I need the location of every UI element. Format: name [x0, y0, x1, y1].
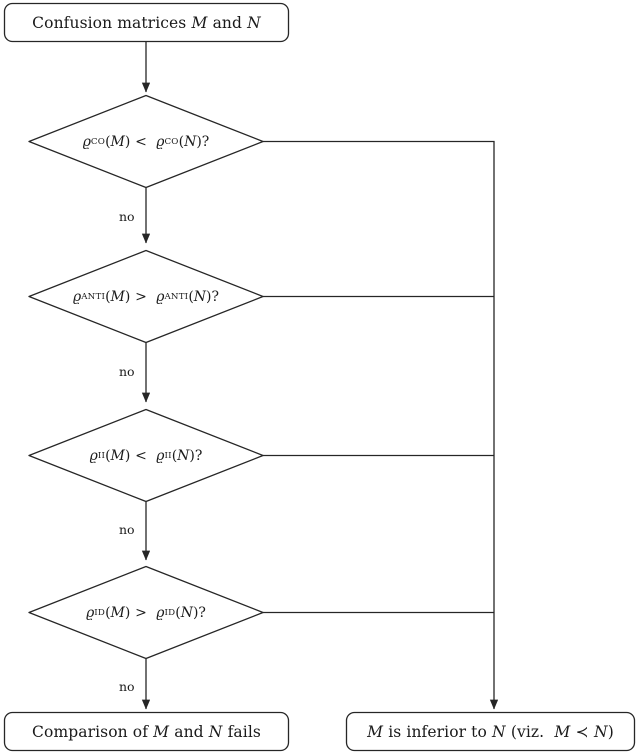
end-fails-node-shape[interactable]: [3, 711, 290, 752]
decision-ii-shape[interactable]: [28, 408, 264, 503]
edge-label-no-2: no: [119, 364, 135, 379]
edge-label-no-3: no: [119, 522, 135, 537]
decision-co-shape[interactable]: [28, 94, 264, 189]
decision-id-shape[interactable]: [28, 565, 264, 660]
edge-co-yes: [263, 140, 495, 297]
decision-anti-shape[interactable]: [28, 249, 264, 344]
edge-label-no-1: no: [119, 209, 135, 224]
end-inferior-node-shape[interactable]: [345, 711, 636, 752]
start-node-shape[interactable]: [3, 2, 290, 43]
edge-label-no-4: no: [119, 679, 135, 694]
